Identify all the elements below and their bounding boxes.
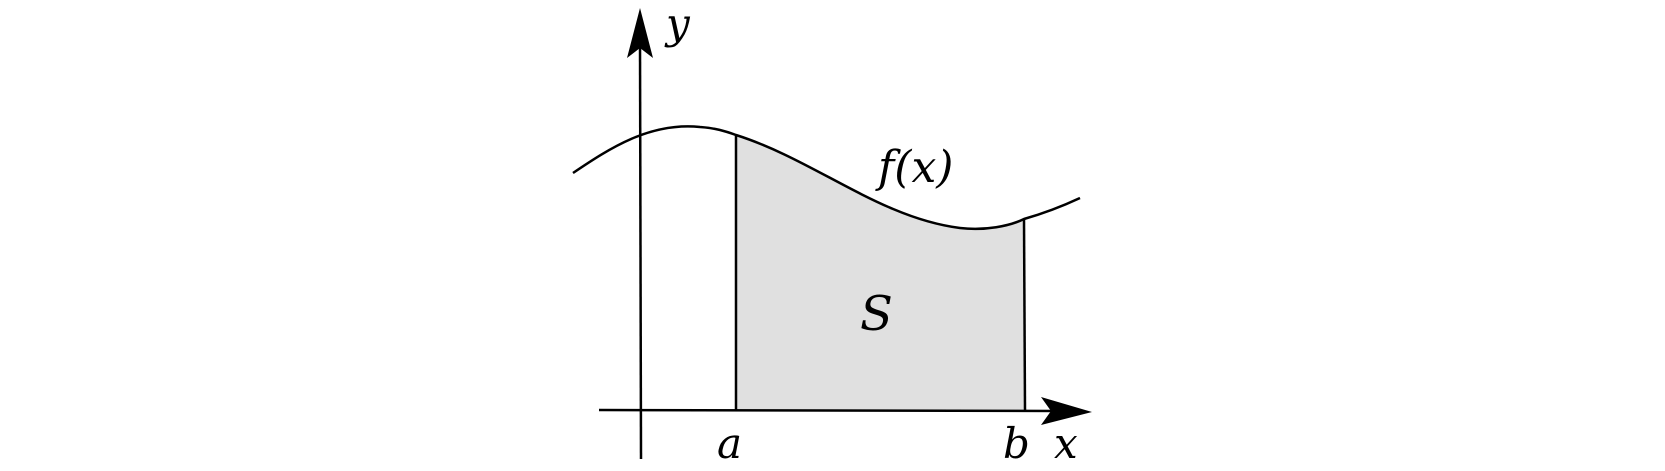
x-axis-line bbox=[598, 408, 1061, 413]
x-axis-label: x bbox=[1054, 419, 1078, 468]
lower-bound-label: a bbox=[717, 419, 742, 468]
region-label: S bbox=[860, 286, 893, 342]
x-axis-arrowhead bbox=[1041, 397, 1092, 425]
y-axis-arrowhead bbox=[627, 8, 653, 58]
function-label: f(x) bbox=[875, 142, 953, 193]
y-axis-label: y bbox=[664, 0, 691, 48]
boundary-line-b bbox=[1022, 218, 1027, 412]
y-axis-line bbox=[638, 41, 643, 460]
shaded-region-s bbox=[736, 135, 1025, 411]
upper-bound-label: b bbox=[1003, 419, 1030, 468]
function-curve bbox=[572, 125, 1081, 231]
